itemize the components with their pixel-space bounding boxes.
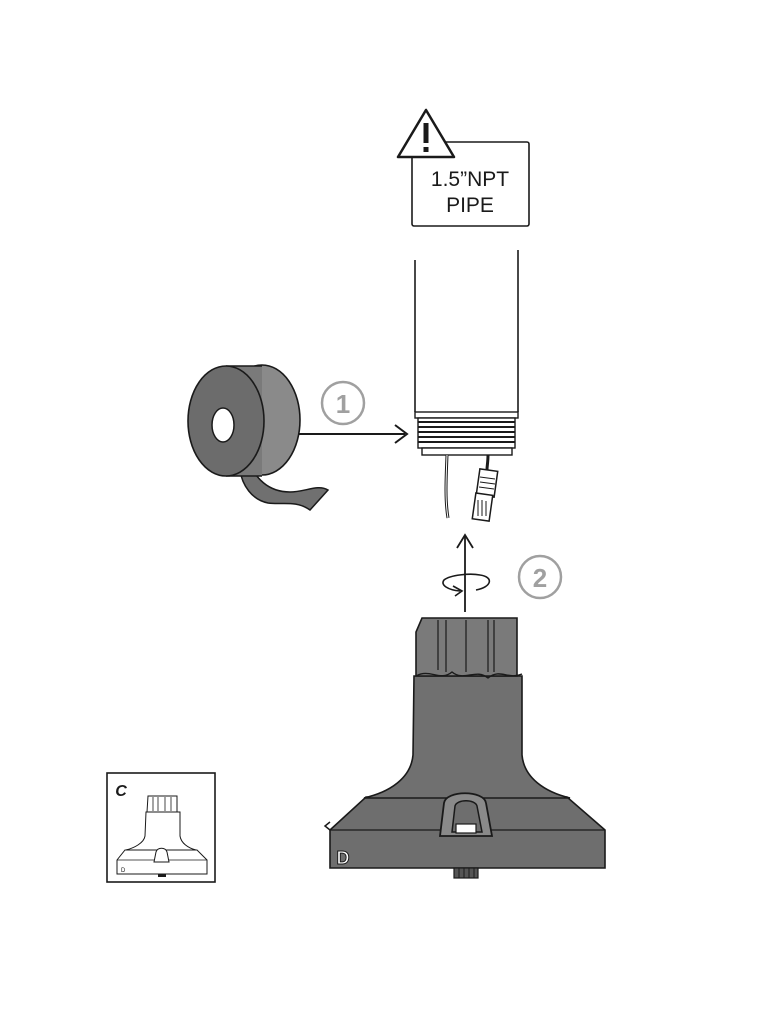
step-1-badge: 1 [320, 380, 366, 426]
svg-text:1: 1 [336, 389, 350, 419]
label-line-2: PIPE [446, 194, 494, 217]
pipe [414, 250, 519, 456]
ethernet-connector [471, 468, 499, 522]
svg-text:D: D [121, 868, 126, 874]
warning-label: 1.5”NPT PIPE [396, 108, 530, 227]
svg-text:2: 2 [533, 563, 547, 593]
inset-letter: C [115, 783, 127, 800]
cables [444, 454, 499, 522]
pipe-threads [417, 417, 516, 449]
mount-letter: D [337, 848, 350, 868]
step-1-arrow [298, 424, 409, 444]
rotate-icon [442, 573, 491, 597]
label-line-1: 1.5”NPT [431, 168, 509, 191]
warning-triangle-icon [396, 108, 456, 159]
inset-view: C D [106, 772, 216, 883]
tape-roll [187, 364, 330, 511]
step-2-arrow [442, 533, 491, 612]
pipe-mount: D [323, 617, 606, 879]
label-box [411, 141, 530, 227]
step-2-badge: 2 [517, 554, 563, 600]
cable-clip [438, 792, 494, 837]
bottom-screw [453, 867, 479, 879]
inset-mount-outline: D [116, 795, 208, 877]
